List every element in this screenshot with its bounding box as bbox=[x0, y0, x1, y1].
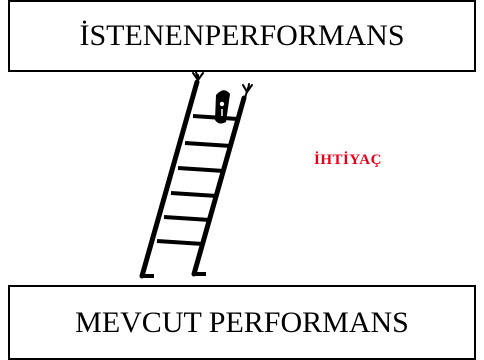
ladder-rung bbox=[170, 191, 218, 198]
ladder-rung bbox=[177, 166, 225, 173]
ladder-right-rail bbox=[191, 95, 247, 277]
current-performance-box: MEVCUT PERFORMANS bbox=[8, 285, 476, 360]
desired-performance-label: İSTENENPERFORMANS bbox=[79, 19, 405, 52]
climbing-figure bbox=[215, 90, 230, 124]
left-hand-icon bbox=[192, 71, 204, 85]
desired-performance-box: İSTENENPERFORMANS bbox=[8, 0, 476, 72]
ladder-rung bbox=[163, 215, 211, 222]
current-performance-label: MEVCUT PERFORMANS bbox=[75, 305, 409, 339]
ladder-rung bbox=[156, 239, 204, 246]
need-label: İHTİYAÇ bbox=[314, 152, 382, 168]
right-hand-icon bbox=[242, 83, 253, 99]
ladder-left-rail bbox=[139, 79, 200, 279]
ladder-rung bbox=[184, 141, 232, 148]
